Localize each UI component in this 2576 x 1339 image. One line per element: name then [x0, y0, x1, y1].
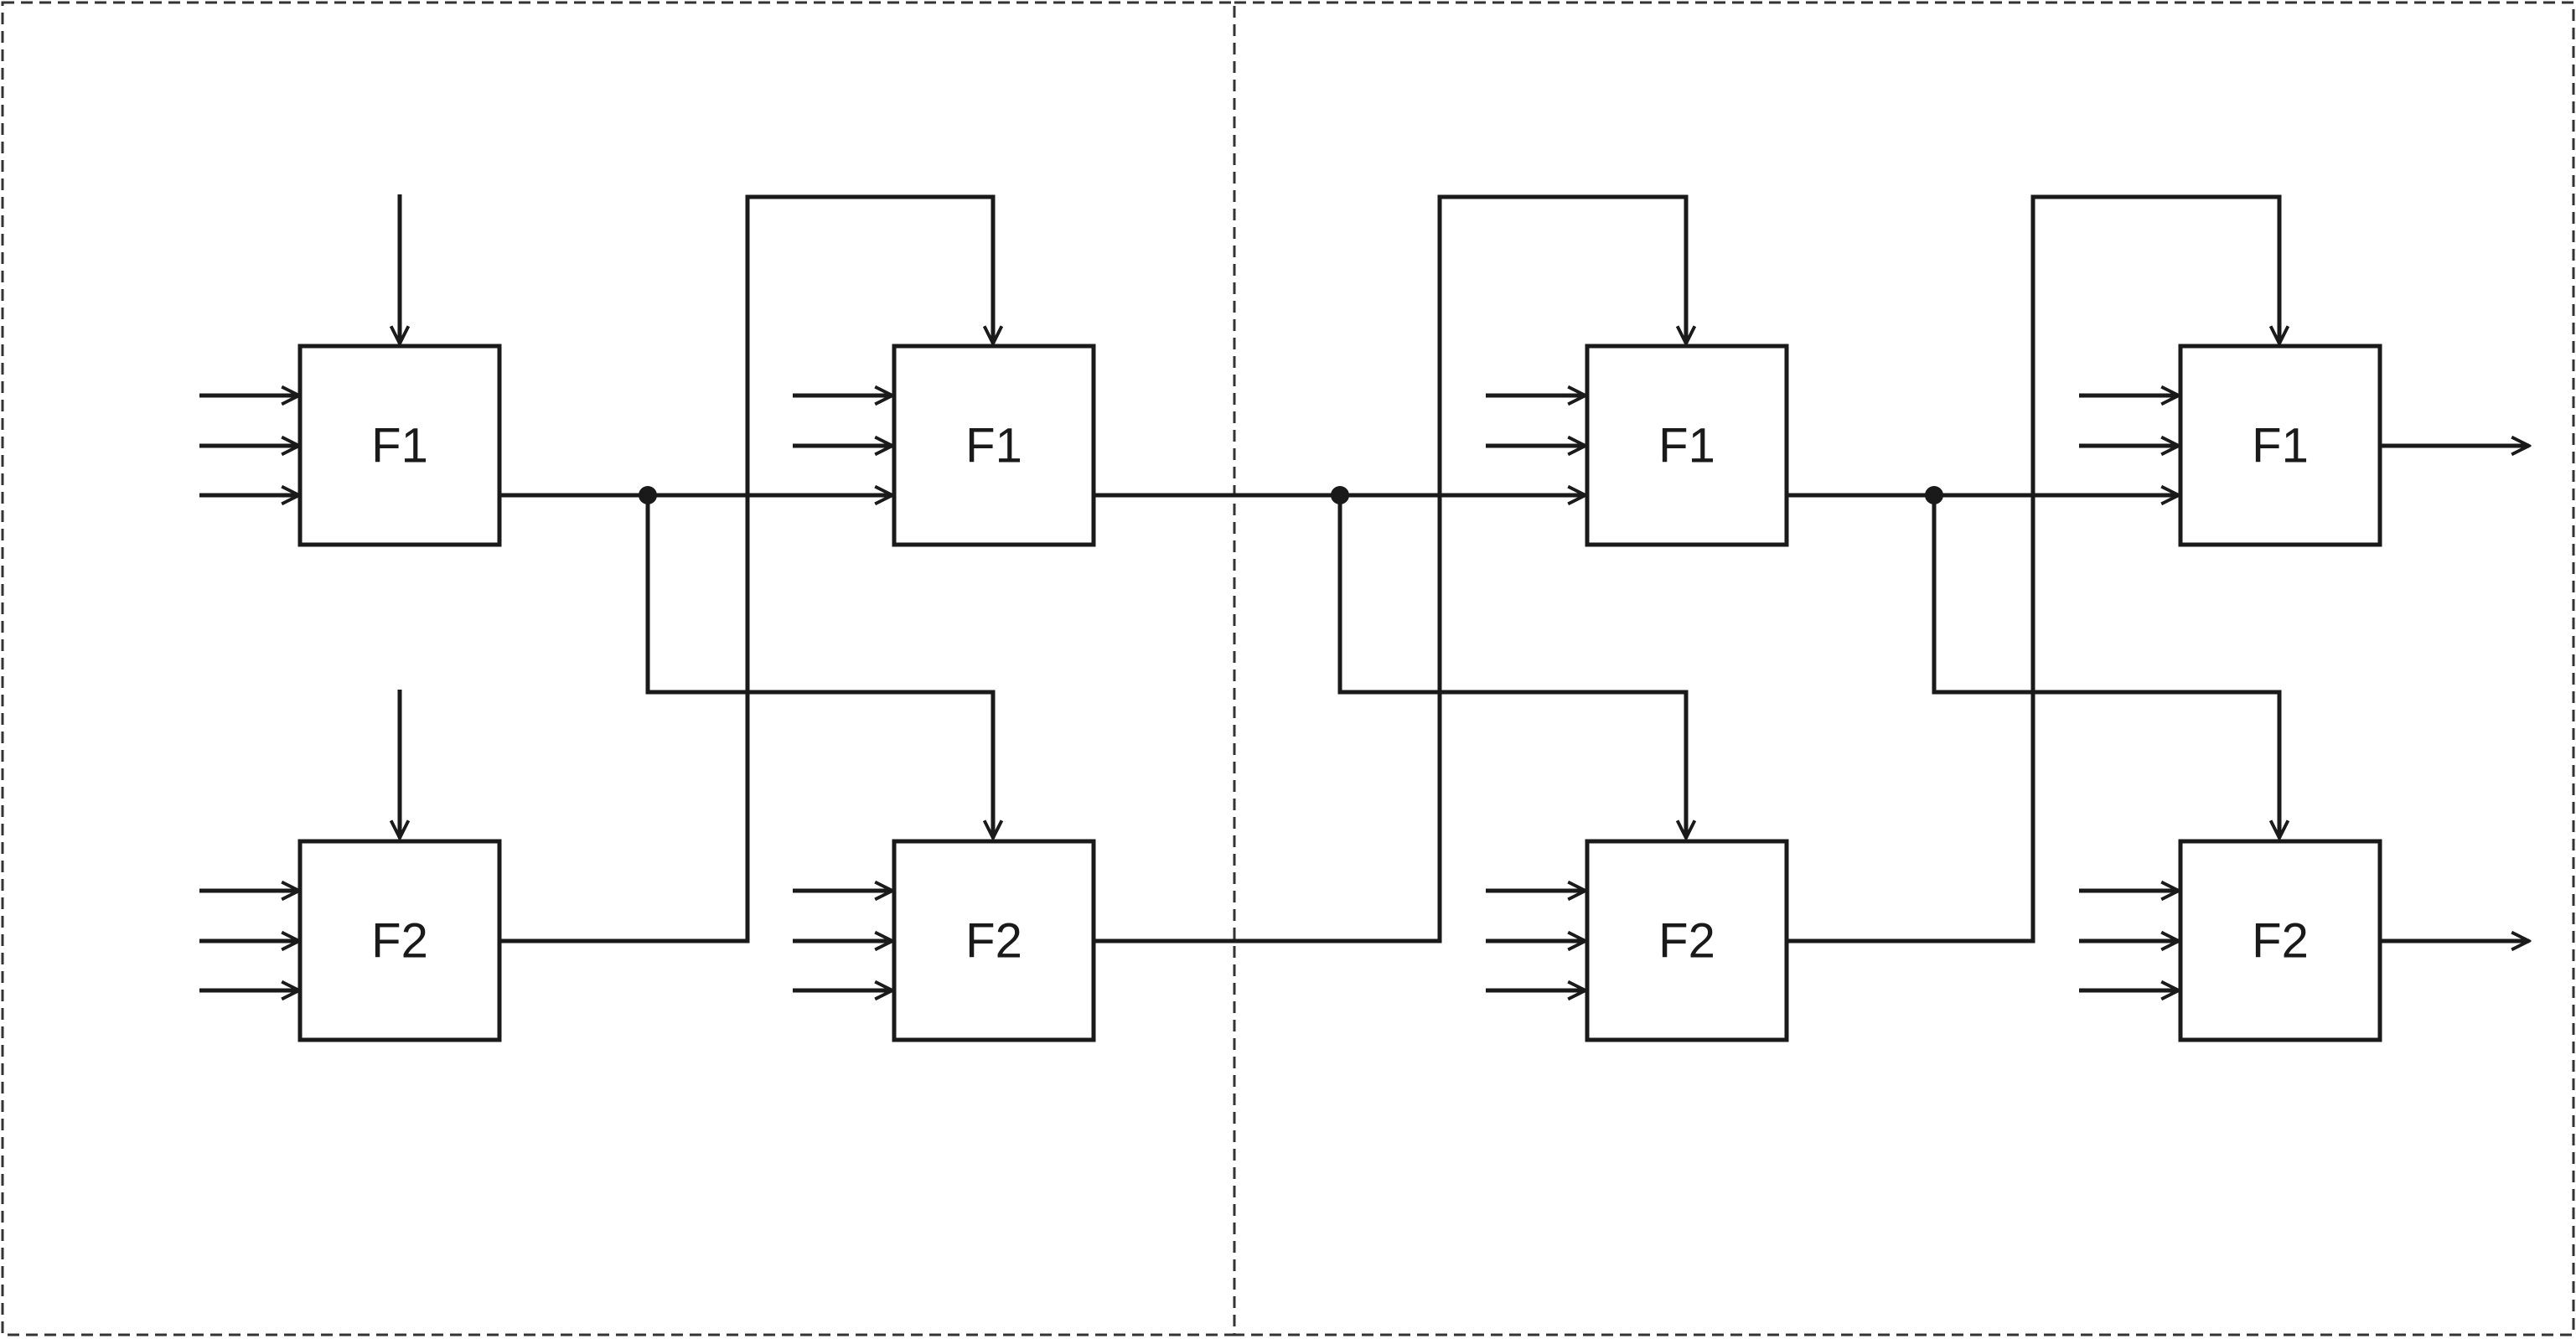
block-f2-stage4: F2 [2178, 839, 2382, 1042]
block-label: F1 [965, 419, 1022, 473]
left-dashed-frame [1, 1, 1236, 1336]
junction-dot [1331, 486, 1349, 504]
block-label: F2 [1658, 914, 1715, 969]
junction-dot [639, 486, 657, 504]
junction-dot [1925, 486, 1943, 504]
block-f2-stage3: F2 [1585, 839, 1789, 1042]
stage1-f2-to-stage2-f1-wire [499, 194, 993, 944]
stage3-f2-to-stage4-f1-wire [1787, 194, 2279, 944]
block-label: F1 [371, 419, 428, 473]
block-f2-stage1: F2 [297, 839, 502, 1042]
block-f1-stage4: F1 [2178, 344, 2382, 547]
block-label: F1 [1658, 419, 1715, 473]
block-f1-stage3: F1 [1585, 344, 1789, 547]
right-dashed-frame [1233, 1, 2575, 1336]
stage3-to-stage4-f2-wire [1932, 495, 2279, 838]
block-f2-stage2: F2 [892, 839, 1096, 1042]
block-label: F1 [2252, 419, 2309, 473]
stage2-to-stage3-f2-wire [1337, 495, 1686, 838]
block-f1-stage2: F1 [892, 344, 1096, 547]
stage2-f2-to-stage3-f1-wire [1094, 194, 1686, 944]
block-label: F2 [371, 914, 428, 969]
block-label: F2 [2252, 914, 2309, 969]
block-label: F2 [965, 914, 1022, 969]
block-f1-stage1: F1 [297, 344, 502, 547]
stage1-to-stage2-f2-wire [645, 495, 993, 838]
